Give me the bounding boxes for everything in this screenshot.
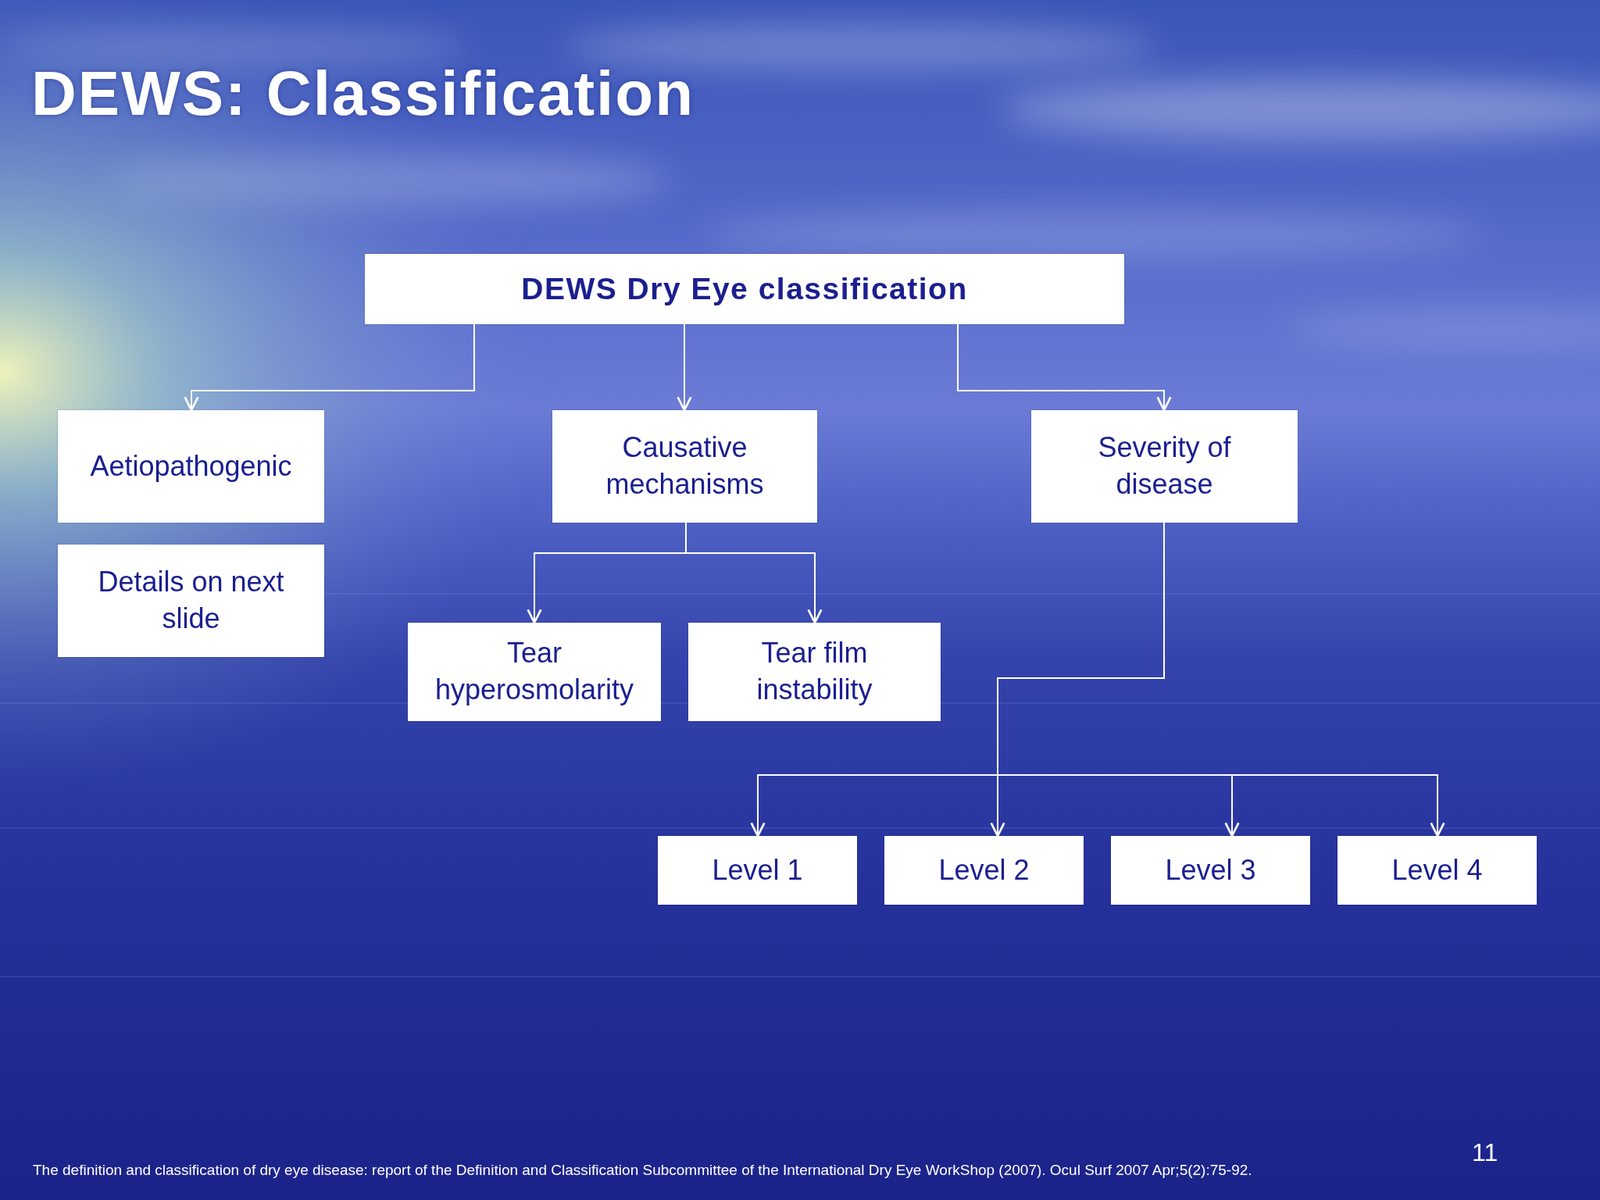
slide-title: DEWS: Classification	[31, 62, 695, 125]
category-box: Severity of disease	[1031, 410, 1298, 523]
box-label: DEWS Dry Eye classification	[521, 269, 968, 310]
page-number: 11	[1471, 1137, 1498, 1168]
connector	[997, 522, 1233, 836]
box-label: Details on next slide	[79, 564, 303, 638]
box-label: Level 3	[1164, 852, 1256, 890]
connector	[685, 522, 815, 623]
mechanism-box: Tear film instability	[688, 622, 941, 722]
level-box: Level 2	[884, 835, 1084, 905]
level-box: Level 3	[1110, 835, 1311, 905]
box-label: Tear hyperosmolarity	[429, 635, 640, 709]
box-label: Severity of disease	[1053, 429, 1276, 504]
box-label: Level 4	[1391, 852, 1483, 890]
connector	[957, 324, 1165, 411]
box-label: Aetiopathogenic	[89, 448, 292, 486]
connector	[997, 522, 1438, 836]
note-box: Details on next slide	[57, 544, 325, 658]
citation-note: The definition and classification of dry…	[32, 1161, 1253, 1180]
category-box: Causative mechanisms	[552, 410, 818, 523]
level-box: Level 4	[1337, 835, 1537, 905]
connector	[683, 324, 686, 411]
connector	[534, 522, 686, 623]
connector	[997, 522, 1165, 836]
box-label: Tear film instability	[710, 635, 919, 709]
level-box: Level 1	[657, 835, 858, 905]
box-label: Level 1	[711, 852, 803, 890]
box-label: Level 2	[938, 852, 1029, 890]
box-label: Causative mechanisms	[574, 429, 796, 504]
category-box: Aetiopathogenic	[57, 410, 325, 523]
mechanism-box: Tear hyperosmolarity	[407, 622, 661, 722]
root-box: DEWS Dry Eye classification	[364, 253, 1125, 325]
connector	[191, 324, 475, 411]
